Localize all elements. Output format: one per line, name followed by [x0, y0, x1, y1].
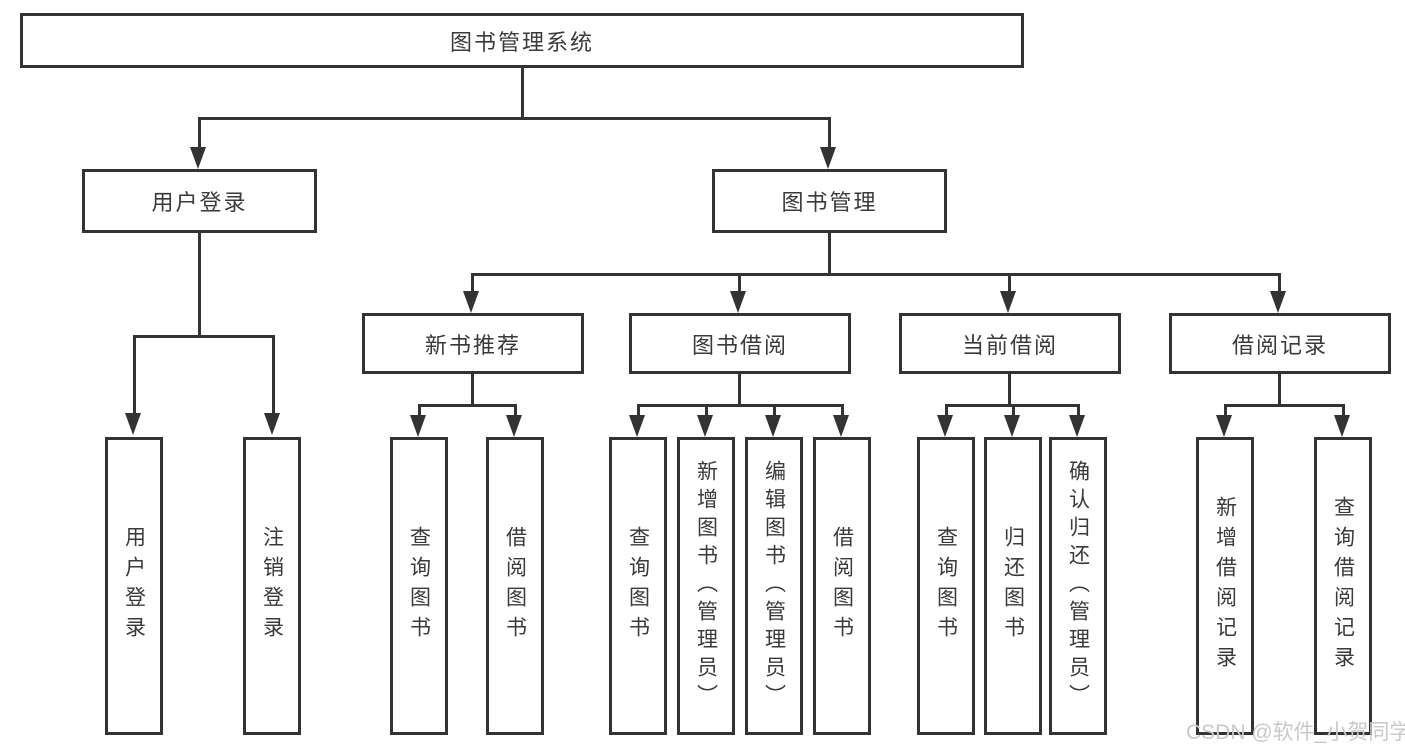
node-current-borrow-label: 当前借阅	[961, 332, 1058, 358]
leaf-return-books-label: 归还图书	[1001, 526, 1025, 646]
arrowhead-borrow-c3	[765, 415, 781, 437]
leaf-edit-book-admin-label: 编辑图书（管理员）	[762, 460, 786, 712]
node-root: 图书管理系统	[20, 13, 1024, 68]
connector-login-drop	[198, 117, 201, 149]
leaf-return-books: 归还图书	[984, 437, 1042, 735]
leaf-borrow-query-books: 查询图书	[609, 437, 667, 735]
arrowhead-login	[190, 147, 206, 169]
arrowhead-newbook-c1	[410, 415, 426, 437]
arrowhead-newbook-c2	[506, 415, 522, 437]
connector-mgmt-drop	[828, 117, 831, 149]
connector-newbook-drop	[471, 273, 474, 293]
connector-records-bar	[1224, 404, 1345, 407]
arrowhead-borrow-c4	[833, 415, 849, 437]
node-book-mgmt: 图书管理	[712, 169, 947, 233]
connector-current-c1-drop	[945, 404, 948, 417]
arrowhead-current-c3	[1069, 415, 1085, 437]
connector-borrow-c2-drop	[705, 404, 708, 417]
node-new-book-rec: 新书推荐	[362, 313, 584, 374]
connector-borrow-stem	[738, 374, 741, 407]
arrowhead-newbook	[463, 291, 479, 313]
arrowhead-records-c2	[1334, 415, 1350, 437]
arrowhead-borrow-c1	[629, 415, 645, 437]
connector-root-stem	[521, 68, 524, 119]
leaf-current-query-books-label: 查询图书	[934, 526, 958, 646]
arrowhead-login-child2	[264, 413, 280, 435]
connector-mgmt-stem	[828, 233, 831, 275]
connector-borrow-c4-drop	[841, 404, 844, 417]
node-user-login-label: 用户登录	[151, 190, 248, 215]
arrowhead-borrow	[730, 291, 746, 313]
leaf-add-borrow-record: 新增借阅记录	[1196, 437, 1254, 735]
leaf-edit-book-admin: 编辑图书（管理员）	[745, 437, 803, 735]
connector-borrow-c1-drop	[637, 404, 640, 417]
leaf-rec-borrow-books-label: 借阅图书	[503, 526, 527, 646]
connector-borrow-c3-drop	[773, 404, 776, 417]
leaf-logout-label: 注销登录	[260, 526, 284, 646]
leaf-query-borrow-record-label: 查询借阅记录	[1331, 496, 1355, 676]
connector-records-c1-drop	[1224, 404, 1227, 417]
connector-newbook-stem	[471, 374, 474, 407]
connector-current-drop	[1008, 273, 1011, 293]
leaf-current-query-books: 查询图书	[917, 437, 975, 735]
leaf-rec-query-books-label: 查询图书	[407, 526, 431, 646]
connector-current-stem	[1008, 374, 1011, 407]
connector-current-c3-drop	[1077, 404, 1080, 417]
leaf-rec-borrow-books: 借阅图书	[486, 437, 544, 735]
connector-newbook-c2-drop	[514, 404, 517, 417]
connector-records-c2-drop	[1342, 404, 1345, 417]
leaf-borrow-query-books-label: 查询图书	[626, 526, 650, 646]
node-book-borrow-label: 图书借阅	[691, 332, 788, 358]
arrowhead-records	[1270, 291, 1286, 313]
connector-login-child1-drop	[133, 335, 136, 415]
arrowhead-mgmt	[820, 147, 836, 169]
leaf-add-borrow-record-label: 新增借阅记录	[1213, 496, 1237, 676]
leaf-user-login: 用户登录	[105, 437, 163, 735]
arrowhead-current	[1000, 291, 1016, 313]
arrowhead-borrow-c2	[697, 415, 713, 437]
connector-level3-bar	[471, 273, 1281, 276]
arrowhead-current-c1	[937, 415, 953, 437]
arrowhead-login-child1	[125, 413, 141, 435]
node-book-mgmt-label: 图书管理	[781, 190, 878, 215]
arrowhead-current-c2	[1004, 415, 1020, 437]
connector-newbook-bar	[418, 404, 517, 407]
leaf-borrow-books: 借阅图书	[813, 437, 871, 735]
connector-login-stem	[198, 233, 201, 337]
leaf-query-borrow-record: 查询借阅记录	[1314, 437, 1372, 735]
connector-records-stem	[1278, 374, 1281, 407]
node-new-book-rec-label: 新书推荐	[424, 332, 521, 358]
connector-records-drop	[1278, 273, 1281, 293]
leaf-rec-query-books: 查询图书	[390, 437, 448, 735]
node-book-borrow: 图书借阅	[629, 313, 851, 374]
arrowhead-records-c1	[1216, 415, 1232, 437]
leaf-confirm-return-admin: 确认归还（管理员）	[1049, 437, 1107, 735]
leaf-user-login-label: 用户登录	[122, 526, 146, 646]
leaf-borrow-books-label: 借阅图书	[830, 526, 854, 646]
node-borrow-records-label: 借阅记录	[1231, 332, 1328, 358]
leaf-add-book-admin-label: 新增图书（管理员）	[694, 460, 718, 712]
connector-borrow-bar	[637, 404, 844, 407]
connector-newbook-c1-drop	[418, 404, 421, 417]
csdn-watermark: CSDN @软件_小贺同学	[1186, 721, 1405, 744]
connector-login-child2-drop	[272, 335, 275, 415]
leaf-add-book-admin: 新增图书（管理员）	[677, 437, 735, 735]
connector-borrow-drop	[738, 273, 741, 293]
node-borrow-records: 借阅记录	[1169, 313, 1391, 374]
connector-level2-bar	[198, 117, 831, 120]
node-current-borrow: 当前借阅	[899, 313, 1121, 374]
leaf-confirm-return-admin-label: 确认归还（管理员）	[1066, 460, 1090, 712]
node-root-label: 图书管理系统	[449, 29, 594, 55]
connector-current-c2-drop	[1012, 404, 1015, 417]
leaf-logout: 注销登录	[243, 437, 301, 735]
connector-login-bar	[133, 335, 274, 338]
node-user-login: 用户登录	[82, 169, 317, 233]
